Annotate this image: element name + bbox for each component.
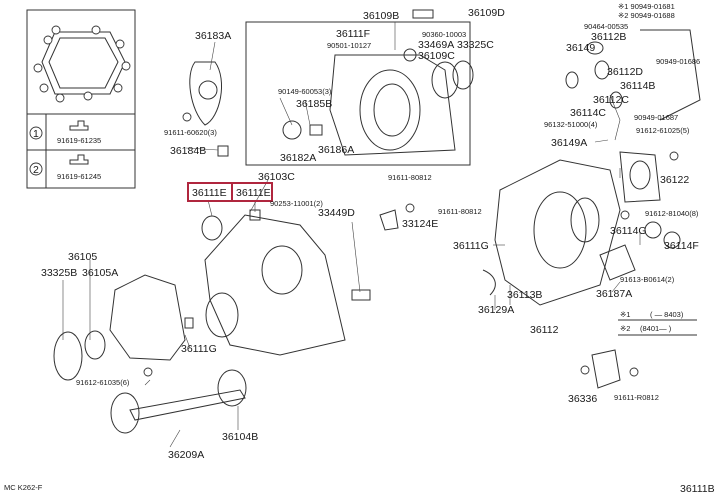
part-label[interactable]: 91612-81040(8) <box>645 209 699 218</box>
bolt-icon <box>69 154 89 165</box>
part-label[interactable]: 36129A <box>478 304 514 316</box>
part-label[interactable]: 33325B <box>41 267 77 279</box>
legend-symbol-2: ※2 <box>620 324 630 333</box>
part-label[interactable]: 36111G <box>181 343 217 355</box>
part-label[interactable]: 91611-60620(3) <box>164 128 217 137</box>
part-label[interactable]: 90949-01687 <box>634 113 678 122</box>
leader-lines <box>62 22 641 448</box>
part-label[interactable]: 36122 <box>660 174 689 186</box>
part-label[interactable]: 91611-80812 <box>388 173 432 182</box>
part-label[interactable]: 36104B <box>222 431 258 443</box>
part-label[interactable]: 91612-61035(6) <box>76 378 130 387</box>
part-label[interactable]: 36183A <box>195 30 231 42</box>
part-label[interactable]: 36185B <box>296 98 332 110</box>
part-label[interactable]: 36149 <box>566 42 595 54</box>
bolt-icon <box>69 120 89 131</box>
transfer-housing-right <box>405 29 701 389</box>
part-label[interactable]: 36336 <box>568 393 597 405</box>
part-label[interactable]: 91619-61245 <box>57 172 101 181</box>
part-label[interactable]: 36114G <box>610 225 647 237</box>
part-label[interactable]: 33124E <box>402 218 438 230</box>
part-label[interactable]: 36187A <box>596 288 632 300</box>
part-label[interactable]: 91613-B0614(2) <box>620 275 675 284</box>
part-label[interactable]: 91611-R0812 <box>614 393 659 402</box>
legend-range-2: (8401— ) <box>640 324 672 333</box>
part-label[interactable]: 96132-51000(4) <box>544 120 598 129</box>
gasket-inset: 1 2 <box>26 9 136 189</box>
diagram-code: 36111B <box>680 483 715 495</box>
part-label[interactable]: 33449D <box>318 207 355 219</box>
highlight-box-36111E-b <box>231 182 273 202</box>
part-label[interactable]: 36182A <box>280 152 316 164</box>
year-legend-box <box>618 319 697 336</box>
part-label[interactable]: 36209A <box>168 449 204 461</box>
part-label[interactable]: 91611-80812 <box>438 207 482 216</box>
legend-range-1: ( — 8403) <box>650 310 684 319</box>
part-label[interactable]: 90464-00535 <box>584 22 628 31</box>
part-label[interactable]: 36184B <box>170 145 206 157</box>
part-label[interactable]: 36112D <box>607 66 643 78</box>
part-labels: 36109B 36109D 36111F 90360-10003 90501-1… <box>41 2 700 461</box>
legend-circle-2 <box>29 162 43 176</box>
part-label[interactable]: 33325C <box>457 39 494 51</box>
part-label[interactable]: 36103C <box>258 171 295 183</box>
transfer-case-group <box>53 209 399 434</box>
legend-circle-1 <box>29 126 43 140</box>
legend-number-1: 1 <box>33 128 39 140</box>
part-label[interactable]: 90253-11001(2) <box>270 199 323 208</box>
part-label[interactable]: 36114B <box>620 80 655 92</box>
part-label[interactable]: 36111E <box>192 187 227 199</box>
part-label[interactable]: 90949-01686 <box>656 57 700 66</box>
part-label[interactable]: 90149-60053(3) <box>278 87 332 96</box>
footer-code: MC K262-F <box>4 483 43 492</box>
part-label[interactable]: 36109C <box>418 50 455 62</box>
part-label[interactable]: 36111E <box>236 187 271 199</box>
part-label[interactable]: 36111G <box>453 240 489 252</box>
part-label[interactable]: 36186A <box>318 144 354 156</box>
part-label[interactable]: 36113B <box>507 289 542 301</box>
part-label[interactable]: 36114C <box>570 107 606 119</box>
part-label[interactable]: 36111F <box>336 28 370 40</box>
part-label[interactable]: 36112 <box>530 324 559 336</box>
part-label[interactable]: 91612-61025(5) <box>636 126 690 135</box>
part-label[interactable]: 90360-10003 <box>422 30 466 39</box>
part-label[interactable]: 91619-61235 <box>57 136 101 145</box>
part-label[interactable]: 36112C <box>593 94 629 106</box>
part-label[interactable]: ※1 90949-01681 <box>618 2 675 11</box>
part-label[interactable]: 36105A <box>82 267 118 279</box>
legend-symbol-1: ※1 <box>620 310 630 319</box>
part-label[interactable]: ※2 90949-01688 <box>618 11 675 20</box>
part-label[interactable]: 36149A <box>551 137 587 149</box>
extension-housing-group <box>182 9 474 166</box>
part-label[interactable]: 33469A <box>418 39 454 51</box>
part-label[interactable]: 36109D <box>468 7 505 19</box>
part-label[interactable]: 90501-10127 <box>327 41 371 50</box>
part-label[interactable]: 36109B <box>363 10 399 22</box>
legend-number-2: 2 <box>33 164 39 176</box>
part-label[interactable]: 36105 <box>68 251 97 263</box>
part-label[interactable]: 36112B <box>591 31 626 43</box>
part-label[interactable]: 36114F <box>664 240 699 252</box>
